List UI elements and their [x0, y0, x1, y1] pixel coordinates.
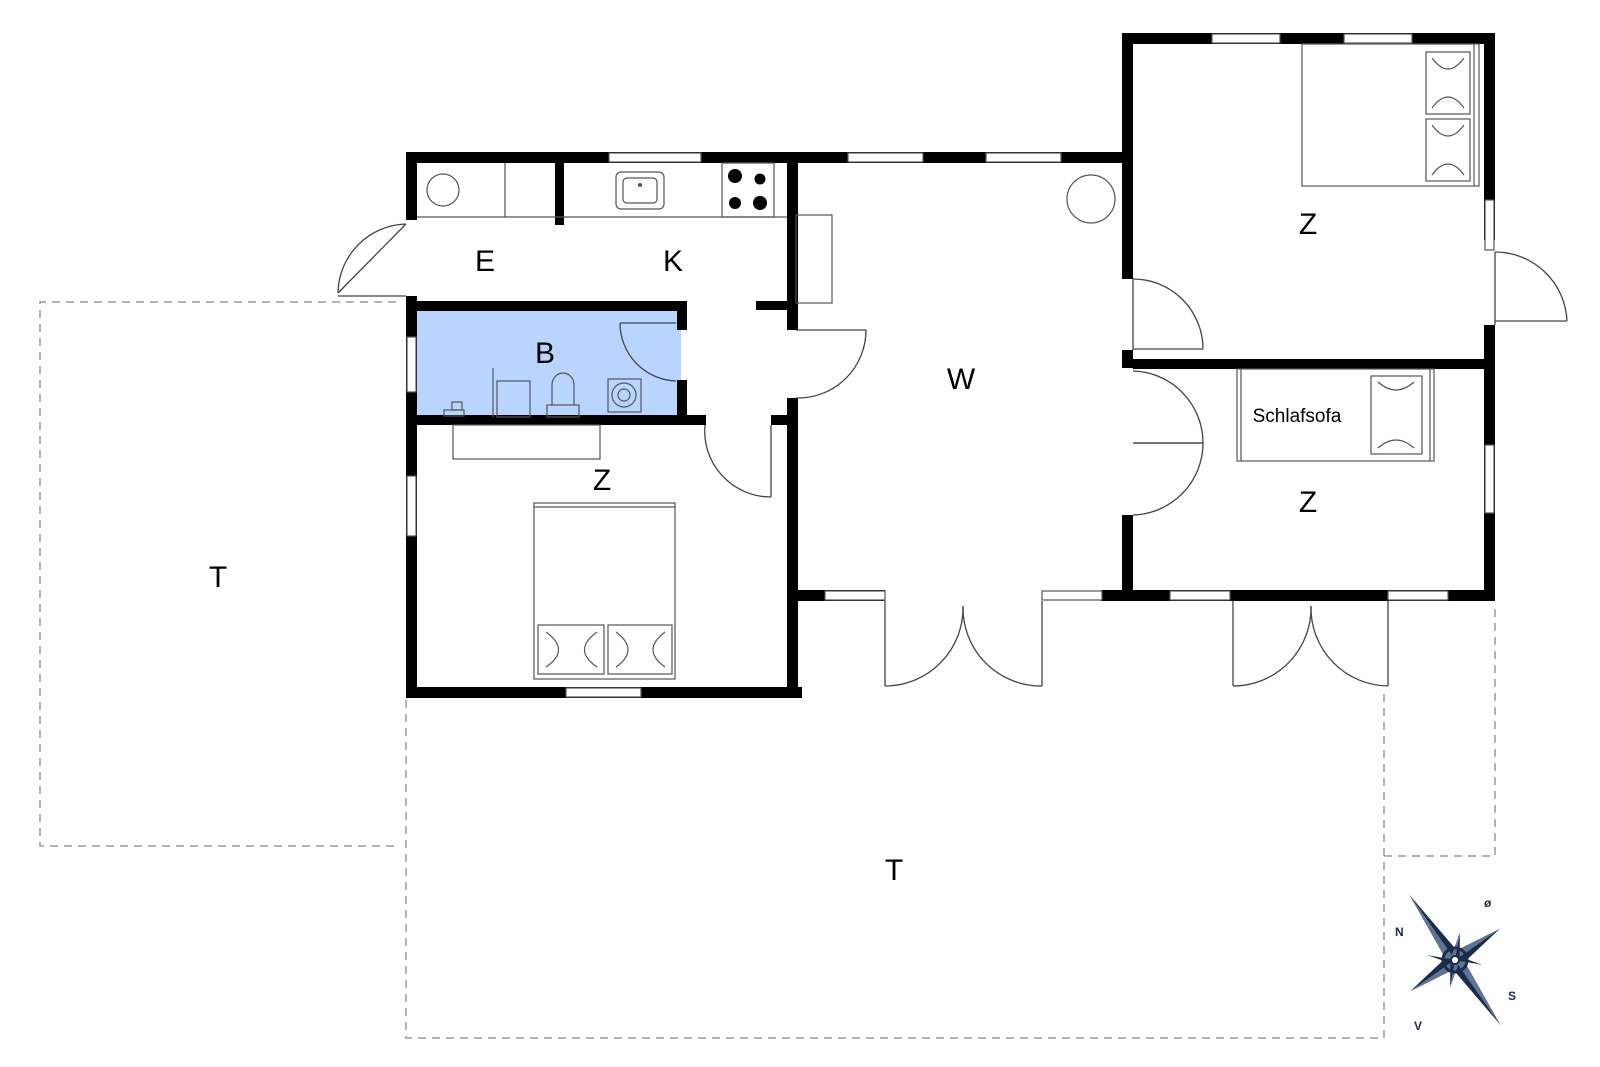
compass-east-label: ø — [1484, 896, 1492, 910]
compass-south-label: S — [1508, 989, 1516, 1003]
sofa-label: Schlafsofa — [1253, 406, 1342, 427]
room-label-bath: B — [535, 337, 555, 370]
stove-round-icon — [1066, 174, 1116, 224]
room-label-terrace-bottom: T — [885, 854, 903, 887]
bathroom-fixtures — [443, 368, 642, 418]
room-label-kitchen: K — [663, 245, 683, 278]
room-label-entry: E — [475, 245, 495, 278]
sofa-bed — [1236, 368, 1435, 462]
room-label-living: W — [947, 363, 976, 396]
kitchen-counter — [417, 163, 833, 304]
stove-icon — [721, 162, 775, 218]
bed-left — [452, 424, 676, 680]
windows — [406, 33, 1495, 698]
room-label-bedroom-mid-right: Z — [1299, 486, 1317, 519]
compass-icon — [1409, 894, 1501, 1026]
room-label-bedroom-left: Z — [593, 464, 611, 497]
bed-right-top — [1301, 43, 1480, 187]
room-label-terrace-left: T — [209, 561, 227, 594]
compass-west-label: V — [1414, 1019, 1422, 1033]
doors — [337, 223, 1568, 687]
compass-north-label: N — [1395, 925, 1404, 939]
terrace-bottom — [405, 606, 1496, 1039]
sink-icon — [615, 171, 665, 210]
terrace-left — [39, 301, 396, 847]
room-label-bedroom-top-right: Z — [1299, 208, 1317, 241]
